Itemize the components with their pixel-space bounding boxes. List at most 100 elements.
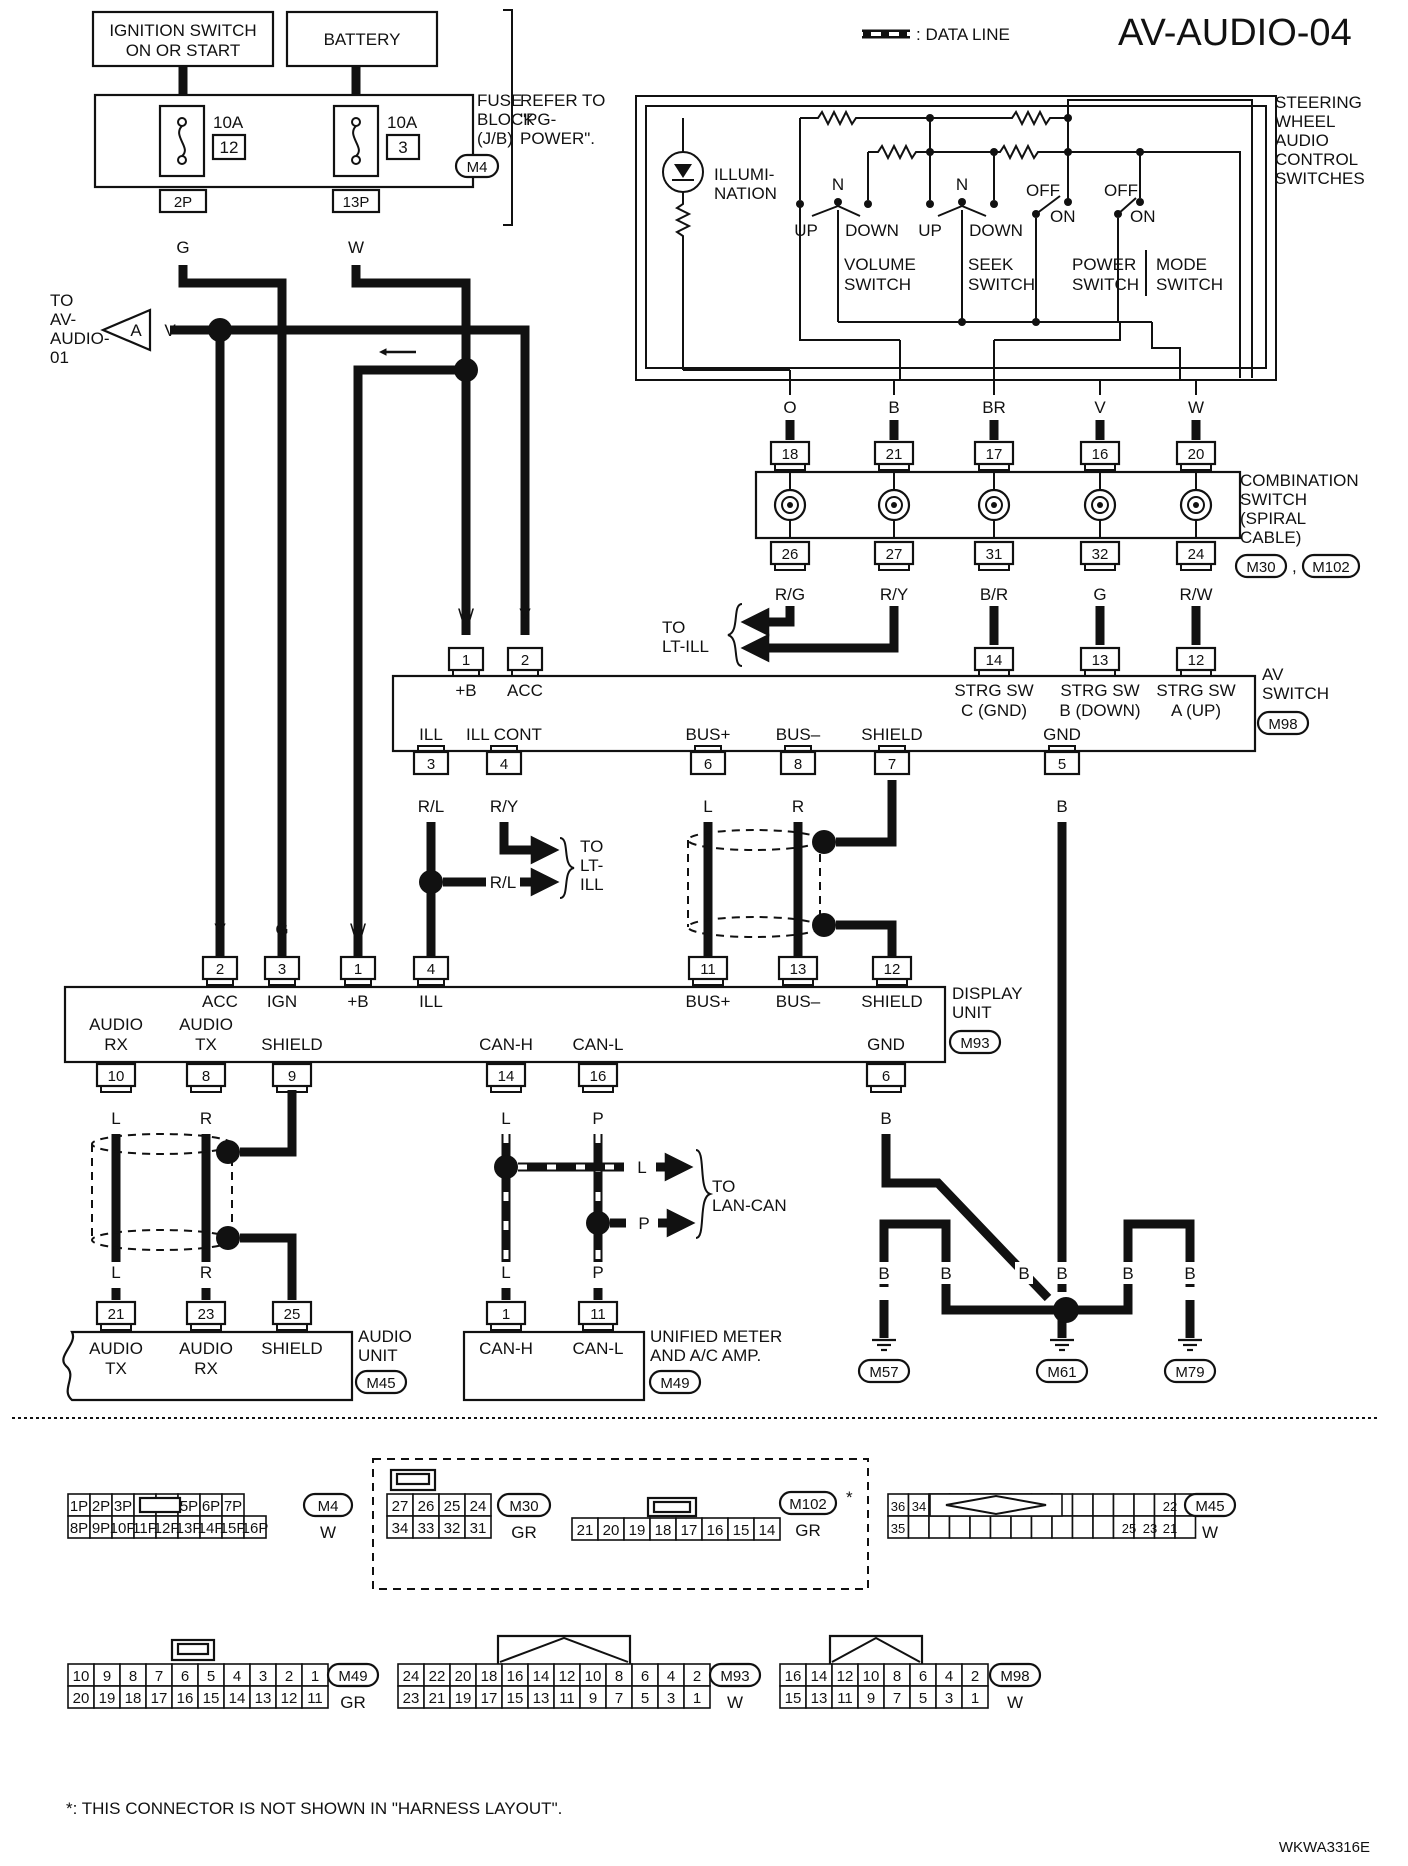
combination-top-pin: 17 <box>973 440 1015 471</box>
svg-text:18: 18 <box>125 1690 142 1707</box>
svg-text:25: 25 <box>1122 1521 1136 1536</box>
meter-pin: 1 <box>485 1300 527 1331</box>
svg-text:21: 21 <box>108 1306 125 1323</box>
svg-text:3: 3 <box>398 138 407 157</box>
svg-text:21: 21 <box>1163 1521 1177 1536</box>
svg-text:IGN: IGN <box>267 992 297 1011</box>
av-switch-lower-wires: R/L R/Y L R B <box>418 797 1068 816</box>
svg-text:B: B <box>940 1264 951 1283</box>
svg-text:13: 13 <box>811 1690 828 1707</box>
svg-text:M102: M102 <box>1312 559 1350 576</box>
svg-text:V: V <box>519 605 531 624</box>
svg-text:ACC: ACC <box>507 681 543 700</box>
connector-m4: 1P2P3P4P5P6P7P8P9P10P11P12P13P14P15P16PM… <box>67 1492 354 1542</box>
svg-text:BUS–: BUS– <box>776 992 821 1011</box>
svg-text:GR: GR <box>511 1523 537 1542</box>
svg-text:34: 34 <box>912 1499 926 1514</box>
svg-text:36: 36 <box>891 1499 905 1514</box>
svg-text:UP: UP <box>918 221 942 240</box>
svg-text:15P: 15P <box>220 1520 247 1537</box>
non-harness-group <box>372 1458 869 1590</box>
svg-text:10: 10 <box>585 1668 602 1685</box>
svg-text:L: L <box>111 1263 120 1282</box>
svg-text:UP: UP <box>794 221 818 240</box>
svg-text:SWITCH: SWITCH <box>1156 275 1223 294</box>
svg-text:N: N <box>956 175 968 194</box>
svg-text:32: 32 <box>1092 546 1109 563</box>
svg-text:B: B <box>1056 797 1067 816</box>
svg-text:24: 24 <box>403 1668 420 1685</box>
svg-text:18: 18 <box>782 446 799 463</box>
svg-text:22: 22 <box>429 1668 446 1685</box>
svg-text:9: 9 <box>867 1690 875 1707</box>
svg-text:W: W <box>320 1523 336 1542</box>
svg-text:5: 5 <box>919 1690 927 1707</box>
combination-top-pin: 20 <box>1175 440 1217 471</box>
svg-text:(J/B): (J/B) <box>477 129 513 148</box>
svg-text:SEEK: SEEK <box>968 255 1014 274</box>
svg-text:R/Y: R/Y <box>880 585 908 604</box>
av-switch-bottom-pin: 8 <box>779 745 817 776</box>
svg-text:DISPLAY: DISPLAY <box>952 984 1023 1003</box>
svg-text:32: 32 <box>444 1520 461 1537</box>
svg-text:+B: +B <box>455 681 476 700</box>
av-switch-bottom-pin: 4 <box>485 745 523 776</box>
legend-label: : DATA LINE <box>916 25 1010 44</box>
svg-text:27: 27 <box>392 1498 409 1515</box>
svg-text:12: 12 <box>837 1668 854 1685</box>
svg-text:2: 2 <box>216 961 224 978</box>
svg-text:B: B <box>878 1264 889 1283</box>
wire-g-ign <box>178 265 287 970</box>
svg-text:8P: 8P <box>70 1520 88 1537</box>
svg-text:21: 21 <box>429 1690 446 1707</box>
combination-bottom-pin: 32 <box>1079 540 1121 571</box>
svg-text:SWITCH: SWITCH <box>1240 490 1307 509</box>
svg-text:W: W <box>350 920 366 939</box>
svg-text:A (UP): A (UP) <box>1171 701 1221 720</box>
steering-switch-housing <box>635 95 1277 381</box>
svg-text:6: 6 <box>641 1668 649 1685</box>
display-unit-bottom-pin: 10 <box>95 1062 137 1093</box>
svg-text:TX: TX <box>105 1359 127 1378</box>
av-switch-top-pin: 13 <box>1079 646 1121 677</box>
svg-text:SWITCH: SWITCH <box>968 275 1035 294</box>
svg-text:BR: BR <box>982 398 1006 417</box>
display-unit-bottom-pin: 6 <box>865 1062 907 1093</box>
svg-text:V: V <box>214 920 226 939</box>
svg-text:35: 35 <box>891 1521 905 1536</box>
display-unit-top-pin: 13 <box>777 955 819 986</box>
ground-m79: M79 <box>1163 1358 1217 1384</box>
figure-code: WKWA3316E <box>1279 1839 1370 1856</box>
svg-text:A: A <box>130 321 142 340</box>
svg-text:*: * <box>846 1488 853 1507</box>
svg-text:W: W <box>458 605 474 624</box>
combination-top-pin: 16 <box>1079 440 1121 471</box>
audio-unit-pin: 21 <box>95 1300 137 1331</box>
svg-text:10A: 10A <box>213 113 244 132</box>
svg-text:L: L <box>703 797 712 816</box>
svg-text:SHIELD: SHIELD <box>261 1339 322 1358</box>
svg-text:2: 2 <box>971 1668 979 1685</box>
svg-text:M98: M98 <box>1268 716 1297 733</box>
svg-text:M4: M4 <box>318 1498 339 1515</box>
footnote: *: THIS CONNECTOR IS NOT SHOWN IN "HARNE… <box>66 1799 562 1818</box>
ignition-switch: IGNITION SWITCH ON OR START <box>91 10 275 68</box>
svg-text:3: 3 <box>945 1690 953 1707</box>
svg-text:LAN-CAN: LAN-CAN <box>712 1196 787 1215</box>
svg-text:13: 13 <box>255 1690 272 1707</box>
svg-text:13: 13 <box>790 961 807 978</box>
svg-text:17: 17 <box>681 1522 698 1539</box>
svg-text:AUDIO: AUDIO <box>89 1339 143 1358</box>
svg-text:AV: AV <box>1262 665 1284 684</box>
volume-switch: N UP DOWN <box>794 175 899 322</box>
svg-text:W: W <box>348 238 364 257</box>
svg-text:VOLUME: VOLUME <box>844 255 916 274</box>
svg-text:26: 26 <box>782 546 799 563</box>
svg-text:AUDIO: AUDIO <box>89 1015 143 1034</box>
